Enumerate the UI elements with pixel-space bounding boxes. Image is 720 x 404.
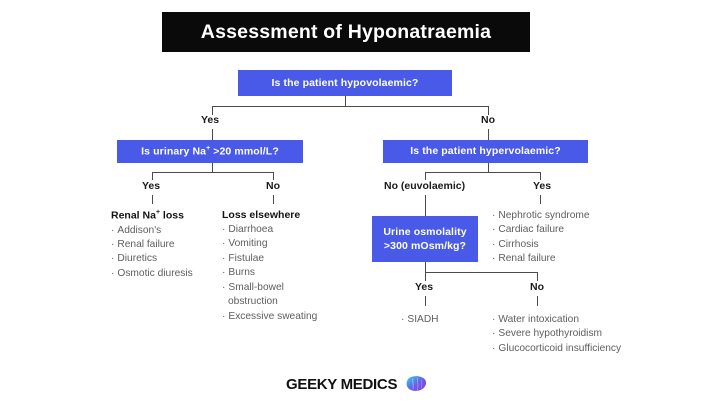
list-item: ·Nephrotic syndrome (492, 210, 590, 221)
question-box-urine-osmolality[interactable]: Urine osmolality >300 mOsm/kg? (372, 216, 478, 262)
connector-hyper-right-drop (540, 195, 541, 204)
connector-urna-right (273, 172, 274, 180)
list-item: ·Addison's (111, 224, 162, 236)
list-item: ·Osmotic diuresis (111, 267, 193, 279)
connector-root-right-drop (488, 129, 489, 140)
connector-osmo-right-drop (537, 296, 538, 306)
connector-urna-bar (152, 172, 273, 173)
list-item: ·Burns (222, 267, 256, 279)
question-box-urinary-sodium[interactable]: Is urinary Na+ >20 mmol/L? (117, 140, 303, 163)
connector-root-left-drop (212, 129, 213, 140)
branch-label-root-no: No (481, 114, 495, 126)
list-renal-na-loss-heading: Renal Na+ loss (111, 209, 184, 222)
list-item: ·Renal failure (492, 253, 556, 265)
connector-hyper-stem (488, 163, 489, 172)
connector-osmo-left (425, 272, 426, 281)
list-item: ·Diuretics (111, 253, 158, 265)
branch-label-hyper-no: No (euvolaemic) (384, 180, 466, 192)
connector-hyper-left (425, 172, 426, 180)
question-box-hypovolaemic[interactable]: Is the patient hypovolaemic? (238, 70, 452, 96)
list-item: ·Cardiac failure (492, 224, 565, 236)
connector-root-stem (345, 96, 346, 106)
connector-osmo-bar (425, 272, 537, 273)
connector-root-right (488, 106, 489, 115)
list-item: ·Diarrhoea (222, 224, 274, 235)
question-box-hypervolaemic-label: Is the patient hypervolaemic? (410, 145, 561, 158)
page-title-bar: Assessment of Hyponatraemia (162, 12, 530, 52)
list-item: ·Glucocorticoid insufficiency (492, 342, 622, 354)
question-box-urine-osmolality-line2: >300 mOsm/kg? (383, 240, 467, 252)
list-osmolality-no: ·Water intoxication ·Severe hypothyroidi… (492, 313, 621, 356)
brain-icon (406, 376, 427, 391)
connector-urna-stem (212, 163, 213, 172)
list-item: ·Vomiting (222, 238, 268, 250)
list-osmolality-yes: ·SIADH (401, 313, 439, 327)
list-item: ·Excessive sweating (222, 310, 318, 322)
connector-hyper-right (540, 172, 541, 180)
question-box-urinary-sodium-label: Is urinary Na+ >20 mmol/L? (141, 145, 279, 158)
list-item: ·Cirrhosis (492, 238, 539, 250)
list-renal-na-loss: Renal Na+ loss ·Addison's ·Renal failure… (111, 209, 193, 281)
list-item: ·Small-bowel obstruction (222, 281, 284, 308)
branch-label-hyper-yes: Yes (533, 180, 552, 192)
brand-name: GEEKY MEDICS (286, 375, 398, 393)
list-loss-elsewhere-heading: Loss elsewhere (222, 209, 301, 221)
branch-label-osmo-no: No (530, 281, 544, 293)
connector-osmo-stem (425, 262, 426, 272)
branch-label-osmo-yes: Yes (415, 281, 434, 293)
connector-urna-left (152, 172, 153, 180)
page-title: Assessment of Hyponatraemia (200, 20, 492, 43)
list-loss-elsewhere: Loss elsewhere ·Diarrhoea ·Vomiting ·Fis… (222, 209, 342, 324)
branch-label-urna-no: No (266, 180, 280, 192)
question-box-urine-osmolality-line1: Urine osmolality (383, 225, 467, 238)
connector-root-left (212, 106, 213, 115)
footer-logo: GEEKY MEDICS (286, 375, 428, 393)
sodium-superscript: + (206, 145, 211, 153)
question-box-hypervolaemic[interactable]: Is the patient hypervolaemic? (383, 140, 588, 163)
connector-hyper-bar (425, 172, 540, 173)
sodium-superscript: + (155, 209, 160, 216)
list-item: ·Fistulae (222, 252, 265, 264)
list-item: ·Severe hypothyroidism (492, 328, 603, 340)
question-box-hypovolaemic-label: Is the patient hypovolaemic? (271, 76, 419, 89)
connector-osmo-right (537, 272, 538, 281)
connector-urna-right-drop (273, 195, 274, 204)
branch-label-root-yes: Yes (201, 114, 220, 126)
connector-urna-left-drop (152, 195, 153, 204)
connector-hyper-left-drop (425, 195, 426, 216)
list-item: ·Renal failure (111, 238, 175, 250)
connector-root-bar (212, 106, 489, 107)
list-item: ·SIADH (401, 314, 439, 325)
list-item: ·Water intoxication (492, 314, 579, 325)
list-hypervolaemic-causes: ·Nephrotic syndrome ·Cardiac failure ·Ci… (492, 209, 590, 267)
branch-label-urna-yes: Yes (142, 180, 161, 192)
connector-osmo-left-drop (425, 296, 426, 306)
